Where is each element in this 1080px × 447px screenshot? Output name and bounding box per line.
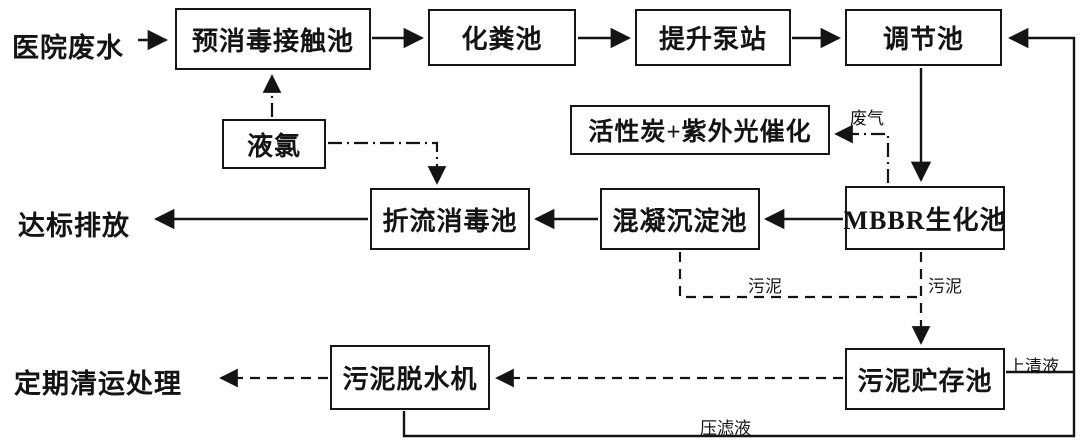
edge-label-waste-gas: 废气 (850, 109, 884, 128)
node-liquid-chlorine: 液氯 (222, 119, 326, 169)
node-activated-carbon-uv-catalysis: 活性炭+紫外光催化 (570, 105, 830, 155)
edge-label-sludge-left: 污泥 (748, 277, 782, 296)
arrow-chlorine-to-baffled (328, 141, 447, 185)
line-coagulation-sludge (678, 252, 918, 299)
node-baffled-disinfection-tank: 折流消毒池 (370, 188, 530, 250)
node-mbbr-biochemical-tank: MBBR生化池 (844, 186, 1006, 250)
arrow-wastegas-to-uv (834, 124, 890, 183)
label-hospital-wastewater: 医院废水 (12, 33, 124, 63)
node-sludge-dewatering-machine: 污泥脱水机 (330, 345, 490, 410)
edge-label-sludge-right: 污泥 (928, 277, 962, 296)
node-septic-tank: 化粪池 (428, 9, 576, 66)
edge-label-supernatant: 上清液 (1008, 357, 1059, 376)
node-regulation-tank: 调节池 (845, 9, 1002, 66)
node-lift-pump-station: 提升泵站 (635, 9, 791, 66)
node-sludge-storage-tank: 污泥贮存池 (845, 348, 1005, 410)
node-coagulation-sedimentation-tank: 混凝沉淀池 (600, 188, 760, 250)
node-pre-disinfection-contact-tank: 预消毒接触池 (175, 8, 371, 70)
edge-label-filtrate: 压滤液 (700, 419, 751, 438)
label-standard-discharge: 达标排放 (18, 211, 130, 241)
label-periodic-removal: 定期清运处理 (14, 369, 182, 399)
